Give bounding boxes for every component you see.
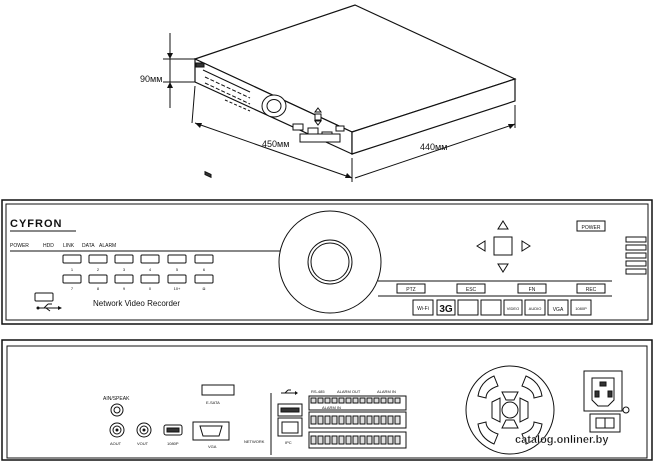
vout-label: VOUT: [137, 441, 149, 446]
channel-button-4[interactable]: [140, 254, 160, 264]
channel-label-extra: ◘: [203, 286, 206, 291]
badge-3: [457, 299, 479, 316]
channel-button-0[interactable]: [140, 274, 160, 284]
iso-front-buttons: [204, 170, 212, 179]
watermark: catalog.onliner.by: [515, 434, 609, 446]
fan-icon: [465, 365, 555, 455]
front-panel-view: CYFRON POWER HDD LINK DATA ALARM 1 2 3 4…: [1, 199, 653, 325]
front-vents: [625, 236, 647, 275]
badge-vga: [547, 299, 569, 316]
channel-label-8: 8: [97, 286, 100, 291]
rear-usb-icon: [281, 389, 298, 395]
channel-button-8[interactable]: [88, 274, 108, 284]
channel-button-3[interactable]: [114, 254, 134, 264]
channel-button-9[interactable]: [114, 274, 134, 284]
rec-button[interactable]: [576, 283, 606, 294]
channel-label-9: 9: [123, 286, 126, 291]
alarm-in-top-label: ALARM IN: [377, 389, 396, 394]
channel-button-5[interactable]: [167, 254, 187, 264]
badge-1080p-label: 1080P: [575, 306, 587, 311]
fn-label: FN: [529, 287, 536, 293]
usb-icon: [36, 303, 62, 312]
enter-button[interactable]: [493, 236, 513, 256]
channel-button-10plus[interactable]: [167, 274, 187, 284]
channel-button-extra[interactable]: [194, 274, 214, 284]
badge-1080p: [570, 299, 592, 316]
channel-button-6[interactable]: [194, 254, 214, 264]
terminal-pins-mid: [310, 415, 401, 425]
fn-button[interactable]: [517, 283, 547, 294]
esc-button[interactable]: [456, 283, 486, 294]
width-dimension-label: 450мм: [262, 139, 289, 149]
channel-label-1: 1: [71, 267, 74, 272]
badge-4: [480, 299, 502, 316]
terminal-pins-top: [310, 397, 401, 404]
rear-panel-view: AIN/SPEAK AOUT VOUT 1080P VGA E-SATA NET…: [1, 339, 653, 461]
front-usb-port[interactable]: [34, 292, 54, 302]
channel-button-1[interactable]: [62, 254, 82, 264]
alarm-out-label: ALARM OUT: [337, 389, 361, 394]
led-label-alarm: ALARM: [99, 243, 116, 249]
led-label-link: LINK: [63, 243, 75, 249]
network-label: NETWORK: [244, 439, 265, 444]
badge-vga-label: VGA: [553, 307, 564, 313]
ptz-button[interactable]: [396, 283, 426, 294]
alarm-in-label: ALARM IN: [322, 405, 341, 410]
channel-label-10plus: 10+: [174, 286, 181, 291]
hdmi-label: 1080P: [167, 441, 179, 446]
channel-button-7[interactable]: [62, 274, 82, 284]
arrow-up-icon[interactable]: [497, 220, 509, 230]
channel-label-3: 3: [123, 267, 126, 272]
arrow-left-icon[interactable]: [476, 240, 486, 252]
esata-label: E-SATA: [206, 400, 220, 405]
badge-video-label: VIDEO: [507, 306, 519, 311]
terminal-pins-bottom: [310, 435, 401, 445]
channel-label-5: 5: [176, 267, 179, 272]
badge-3g: [436, 299, 456, 316]
iso-logo-mark: [195, 62, 205, 68]
mic-label: AIN/SPEAK: [103, 396, 130, 402]
power-button[interactable]: [576, 220, 606, 232]
badge-3g-label: 3G: [439, 304, 453, 315]
direction-pad: [476, 220, 531, 273]
feature-badges: Wi-Fi 3G VIDEO AUDIO VGA 1080P: [412, 299, 592, 316]
channel-label-0: 0: [149, 286, 152, 291]
led-label-hdd: HDD: [43, 243, 54, 249]
power-button-label: POWER: [582, 225, 601, 231]
channel-button-2[interactable]: [88, 254, 108, 264]
vga-label: VGA: [208, 444, 217, 449]
ptz-label: PTZ: [406, 287, 415, 293]
ipc-label: IPC: [285, 440, 292, 445]
depth-dimension-label: 440мм: [420, 142, 447, 152]
jog-dial-inner[interactable]: [307, 239, 353, 285]
channel-label-7: 7: [71, 286, 74, 291]
function-keys: PTZ ESC FN REC: [396, 283, 606, 294]
badge-audio-label: AUDIO: [529, 306, 542, 311]
product-name: Network Video Recorder: [93, 299, 180, 308]
arrow-down-icon[interactable]: [497, 263, 509, 273]
badge-wifi: [412, 299, 434, 316]
led-label-data: DATA: [82, 243, 95, 249]
height-dimension-label: 90мм: [140, 74, 162, 84]
channel-buttons-row2: 7 8 9 0 10+ ◘: [62, 274, 214, 291]
aout-label: AOUT: [110, 441, 122, 446]
esata-port[interactable]: [201, 384, 235, 396]
isometric-device-view: 90мм 450мм 440мм: [140, 4, 517, 182]
arrow-right-icon[interactable]: [521, 240, 531, 252]
badge-video: [503, 299, 523, 316]
badge-audio: [524, 299, 546, 316]
status-led-labels: POWER HDD LINK DATA ALARM: [10, 243, 116, 249]
channel-label-2: 2: [97, 267, 100, 272]
cyfron-logo: CYFRON: [10, 218, 62, 230]
esc-label: ESC: [466, 287, 477, 293]
rec-label: REC: [586, 287, 597, 293]
rs485-label: RS-485: [311, 389, 325, 394]
led-label-power: POWER: [10, 243, 29, 249]
channel-buttons-row1: 1 2 3 4 5 6: [62, 254, 214, 272]
channel-label-6: 6: [203, 267, 206, 272]
badge-wifi-label: Wi-Fi: [417, 306, 429, 312]
channel-label-4: 4: [149, 267, 152, 272]
